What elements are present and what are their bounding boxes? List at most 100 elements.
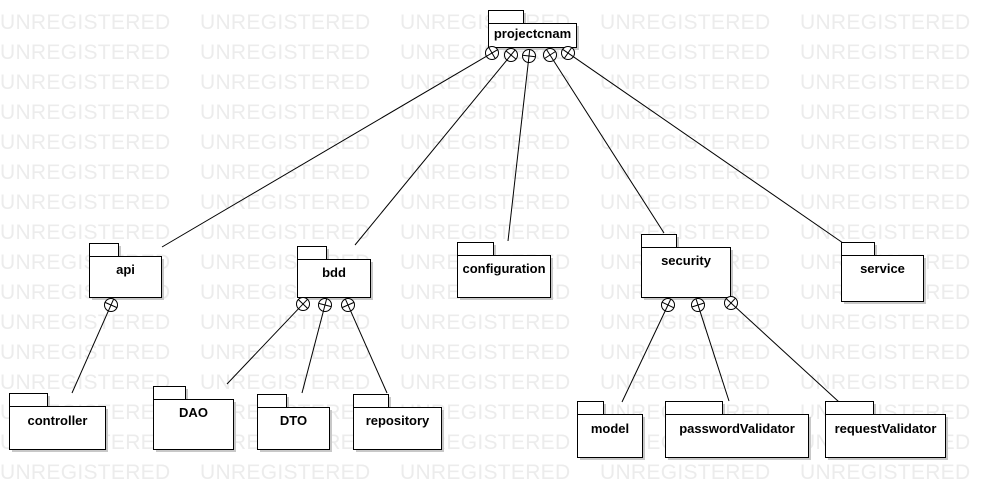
- watermark-text: UNREGISTERED: [600, 461, 770, 484]
- package-body: [89, 256, 162, 298]
- watermark-text: UNREGISTERED: [800, 41, 970, 64]
- nesting-marker-security-passwordValidator: [691, 298, 705, 312]
- nesting-marker-projectcnam-api: [485, 46, 499, 60]
- package-label: repository: [366, 413, 430, 428]
- package-label: bdd: [322, 265, 346, 280]
- nesting-cross-line: [297, 299, 309, 309]
- watermark-text: UNREGISTERED: [200, 161, 370, 184]
- nesting-marker-bdd-repository: [341, 298, 355, 312]
- watermark-text: UNREGISTERED: [200, 101, 370, 124]
- watermark-text: UNREGISTERED: [600, 161, 770, 184]
- watermark-text: UNREGISTERED: [0, 131, 170, 154]
- package-DAO[interactable]: DAO: [153, 386, 237, 453]
- nesting-cross-line: [505, 50, 517, 60]
- watermark-text: UNREGISTERED: [800, 311, 970, 334]
- watermark-text: UNREGISTERED: [800, 11, 970, 34]
- package-tab: [257, 394, 287, 408]
- watermark-text: UNREGISTERED: [400, 221, 570, 244]
- watermark-text: UNREGISTERED: [600, 71, 770, 94]
- containment-edge-projectcnam-api: [161, 55, 487, 248]
- package-bdd[interactable]: bdd: [297, 246, 374, 301]
- nesting-cross-line: [726, 297, 736, 309]
- package-body: [641, 247, 731, 298]
- package-body: [153, 399, 234, 450]
- package-body: [457, 255, 551, 298]
- watermark-text: UNREGISTERED: [0, 41, 170, 64]
- package-label: security: [661, 253, 712, 268]
- nesting-cross-line: [661, 301, 675, 309]
- package-api[interactable]: api: [89, 243, 165, 301]
- containment-edge-bdd-repository: [350, 310, 388, 394]
- nesting-marker-projectcnam-security: [543, 48, 557, 62]
- package-passwordValidator[interactable]: passwordValidator: [665, 401, 812, 461]
- nesting-cross-line: [341, 301, 355, 309]
- package-label: configuration: [462, 261, 545, 276]
- watermark-text: UNREGISTERED: [200, 71, 370, 94]
- watermark-text: UNREGISTERED: [600, 131, 770, 154]
- nesting-cross-line: [104, 301, 118, 309]
- watermark-text: UNREGISTERED: [800, 461, 970, 484]
- package-label: DTO: [280, 413, 307, 428]
- containment-edge-security-passwordValidator: [699, 311, 730, 402]
- package-tab: [89, 243, 119, 257]
- nesting-cross-line: [563, 47, 573, 59]
- nesting-marker-security-requestValidator: [724, 296, 738, 310]
- nesting-marker-api-controller: [104, 298, 118, 312]
- watermark-text: UNREGISTERED: [200, 341, 370, 364]
- package-model[interactable]: model: [577, 401, 646, 461]
- watermark-text: UNREGISTERED: [200, 461, 370, 484]
- watermark-text: UNREGISTERED: [0, 461, 170, 484]
- package-body: [297, 259, 371, 298]
- package-projectcnam[interactable]: projectcnam: [488, 10, 580, 51]
- package-requestValidator[interactable]: requestValidator: [825, 401, 949, 461]
- package-tab: [297, 246, 327, 260]
- containment-edge-projectcnam-bdd: [354, 59, 508, 246]
- package-body: [353, 407, 442, 450]
- containment-edge-security-model: [621, 310, 666, 403]
- watermark-text: UNREGISTERED: [800, 101, 970, 124]
- watermark-text: UNREGISTERED: [200, 41, 370, 64]
- watermark-text: UNREGISTERED: [600, 341, 770, 364]
- watermark-text: UNREGISTERED: [0, 101, 170, 124]
- watermark-text: UNREGISTERED: [400, 461, 570, 484]
- package-tab: [841, 242, 875, 256]
- containment-edge-security-requestValidator: [735, 307, 840, 403]
- nesting-marker-security-model: [661, 298, 675, 312]
- package-label: model: [591, 421, 629, 436]
- package-tab: [825, 401, 874, 415]
- watermark-text: UNREGISTERED: [0, 221, 170, 244]
- package-body: [665, 414, 809, 458]
- watermark-text: UNREGISTERED: [200, 221, 370, 244]
- packages: projectcnam api bdd configuration security se…: [9, 10, 949, 461]
- package-label: requestValidator: [835, 421, 937, 436]
- package-tab: [153, 386, 186, 400]
- package-DTO[interactable]: DTO: [257, 394, 333, 453]
- package-controller[interactable]: controller: [9, 393, 109, 453]
- watermark-text: UNREGISTERED: [200, 131, 370, 154]
- watermark-text: UNREGISTERED: [800, 131, 970, 154]
- watermark-text: UNREGISTERED: [200, 11, 370, 34]
- package-configuration[interactable]: configuration: [457, 242, 554, 301]
- watermark-text: UNREGISTERED: [800, 71, 970, 94]
- package-service[interactable]: service: [841, 242, 927, 305]
- watermark-text: UNREGISTERED: [0, 311, 170, 334]
- nesting-cross-line: [318, 302, 332, 308]
- watermark-text: UNREGISTERED: [600, 371, 770, 394]
- watermark-text: UNREGISTERED: [400, 101, 570, 124]
- package-body: [825, 414, 946, 458]
- package-label: passwordValidator: [679, 421, 795, 436]
- package-tab: [9, 393, 48, 407]
- package-body: [9, 406, 106, 450]
- nesting-marker-bdd-DTO: [318, 298, 332, 312]
- package-tab: [457, 242, 494, 256]
- package-label: service: [860, 261, 905, 276]
- watermark-text: UNREGISTERED: [0, 11, 170, 34]
- watermark-text: UNREGISTERED: [600, 11, 770, 34]
- watermark-text: UNREGISTERED: [200, 371, 370, 394]
- package-security[interactable]: security: [641, 234, 734, 301]
- package-body: [257, 407, 330, 450]
- package-tab: [353, 394, 389, 408]
- package-repository[interactable]: repository: [353, 394, 445, 453]
- watermark-text: UNREGISTERED: [800, 161, 970, 184]
- package-body: [577, 414, 643, 458]
